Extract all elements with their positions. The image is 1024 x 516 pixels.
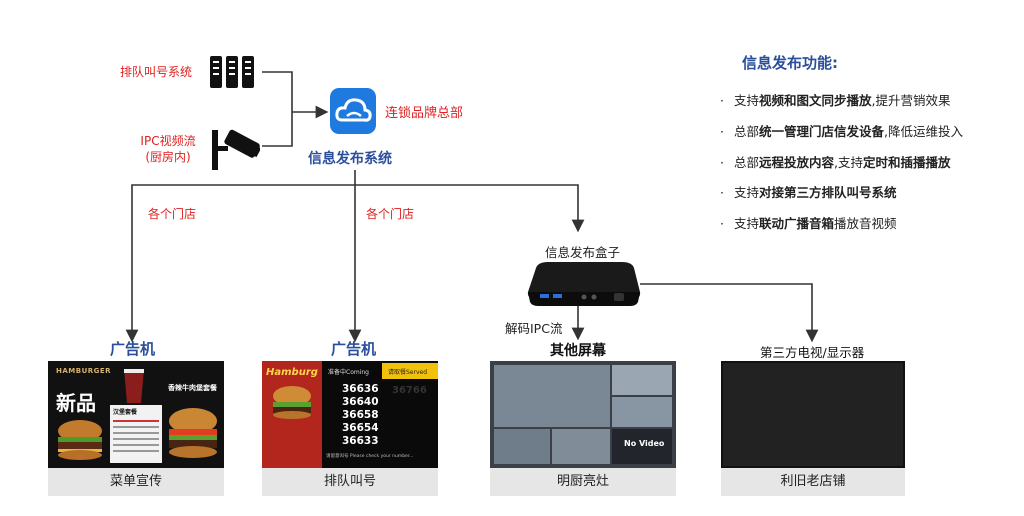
bullet-dot: ·: [720, 124, 724, 139]
burger-image-right: [166, 405, 220, 461]
feature-text: ,提升营销效果: [871, 93, 951, 108]
queue-number: 36658: [342, 409, 379, 421]
device-title-2: 广告机: [331, 340, 377, 358]
media-box-device: [526, 262, 642, 312]
feature-text: ,降低运维投入: [884, 124, 964, 139]
camera-feed: [494, 365, 610, 427]
ipc-stream-label: IPC视频流 (厨房内): [126, 133, 210, 165]
features-title: 信息发布功能:: [742, 54, 838, 72]
feature-bold: 视频和图文同步播放: [759, 93, 872, 108]
feature-item-1: · 支持视频和图文同步播放,提升营销效果: [720, 90, 951, 109]
menu-row: [113, 420, 159, 422]
feature-bold: 对接第三方排队叫号系统: [759, 185, 897, 200]
brand-hq-label: 连锁品牌总部: [385, 106, 464, 121]
feature-item-2: · 总部统一管理门店信发设备,降低运维投入: [720, 121, 963, 140]
feature-bold: 联动广播音箱: [759, 216, 835, 231]
device-caption-2: 排队叫号: [262, 468, 438, 496]
camera-feed: [612, 397, 672, 427]
feature-text: 总部: [734, 155, 760, 170]
camera-feed: [552, 429, 610, 464]
camera-feed-empty: [612, 429, 672, 464]
camera-feed: [612, 365, 672, 395]
feature-item-5: · 支持联动广播音箱播放音视频: [720, 213, 897, 232]
menu-row: [113, 450, 159, 452]
queue-number: 36633: [342, 435, 379, 447]
feature-item-3: · 总部远程投放内容,支持定时和插播播放: [720, 152, 951, 171]
branch-label-left: 各个门店: [148, 207, 197, 221]
menu-row: [113, 432, 159, 434]
menu-big-text: 新品: [56, 391, 96, 415]
menu-row: [113, 444, 159, 446]
device-title-3: 其他屏幕: [550, 343, 606, 359]
camera-feed: [494, 429, 550, 464]
queue-coming-label: 准备中Coming: [328, 369, 369, 376]
device-caption-4: 利旧老店铺: [721, 468, 905, 496]
queue-screen: Hamburg 准备中Coming 请取餐Served 36766 36636 …: [262, 361, 438, 468]
branch-label-mid: 各个门店: [366, 207, 415, 221]
queue-served-number: 36766: [392, 385, 427, 396]
feature-bold: 定时和插播播放: [863, 155, 951, 170]
queue-footer: 请留意叫号 Please check your number...: [326, 454, 414, 459]
feature-item-4: · 支持对接第三方排队叫号系统: [720, 182, 897, 201]
queue-served-header: [382, 363, 438, 379]
cloud-icon: [330, 88, 376, 134]
feature-text: 支持: [734, 93, 760, 108]
queue-served-label: 请取餐Served: [388, 369, 428, 376]
device-title-1: 广告机: [110, 340, 156, 358]
tv-screen: [721, 361, 905, 468]
queue-number: 36654: [342, 422, 379, 434]
queue-brand: Hamburg: [266, 367, 318, 378]
queue-number: 36636: [342, 383, 379, 395]
queue-number: 36640: [342, 396, 379, 408]
menu-screen: HAMBURGER 新品 汉堡套餐 香辣牛肉堡套餐: [48, 361, 224, 468]
ipc-line-2: (厨房内): [145, 150, 191, 164]
feature-text: 播放音视频: [834, 216, 897, 231]
menu-row: [113, 426, 159, 428]
feature-text: 支持: [734, 216, 760, 231]
device-title-4: 第三方电视/显示器: [760, 345, 865, 360]
feature-text: 总部: [734, 124, 760, 139]
feature-text: 支持: [734, 185, 760, 200]
queue-number-list: 36636 36640 36658 36654 36633: [342, 383, 379, 448]
menu-list-title: 汉堡套餐: [113, 409, 138, 416]
ipc-line-1: IPC视频流: [140, 134, 196, 148]
drink-image: [114, 365, 154, 405]
queue-system-label: 排队叫号系统: [120, 65, 193, 79]
publishing-system-label: 信息发布系统: [308, 151, 392, 167]
feature-text: ,支持: [834, 155, 864, 170]
device-caption-3: 明厨亮灶: [490, 468, 676, 496]
menu-list-panel: 汉堡套餐: [110, 405, 162, 463]
bullet-dot: ·: [720, 185, 724, 200]
bullet-dot: ·: [720, 93, 724, 108]
menu-row: [113, 438, 159, 440]
decode-ipc-label: 解码IPC流: [505, 321, 563, 336]
bullet-dot: ·: [720, 216, 724, 231]
server-rack-icon: [208, 56, 256, 92]
device-caption-1: 菜单宣传: [48, 468, 224, 496]
feature-bold: 统一管理门店信发设备: [759, 124, 885, 139]
publishing-box-label: 信息发布盒子: [545, 245, 621, 260]
bullet-dot: ·: [720, 155, 724, 170]
menu-brand: HAMBURGER: [56, 367, 112, 375]
camera-grid-screen: No Video: [490, 361, 676, 468]
queue-burger-image: [270, 385, 314, 419]
security-camera-icon: [212, 128, 262, 176]
menu-right-title: 香辣牛肉堡套餐: [168, 384, 217, 392]
feature-bold: 远程投放内容: [759, 155, 835, 170]
no-video-text: No Video: [624, 439, 665, 448]
burger-image-left: [54, 417, 106, 461]
